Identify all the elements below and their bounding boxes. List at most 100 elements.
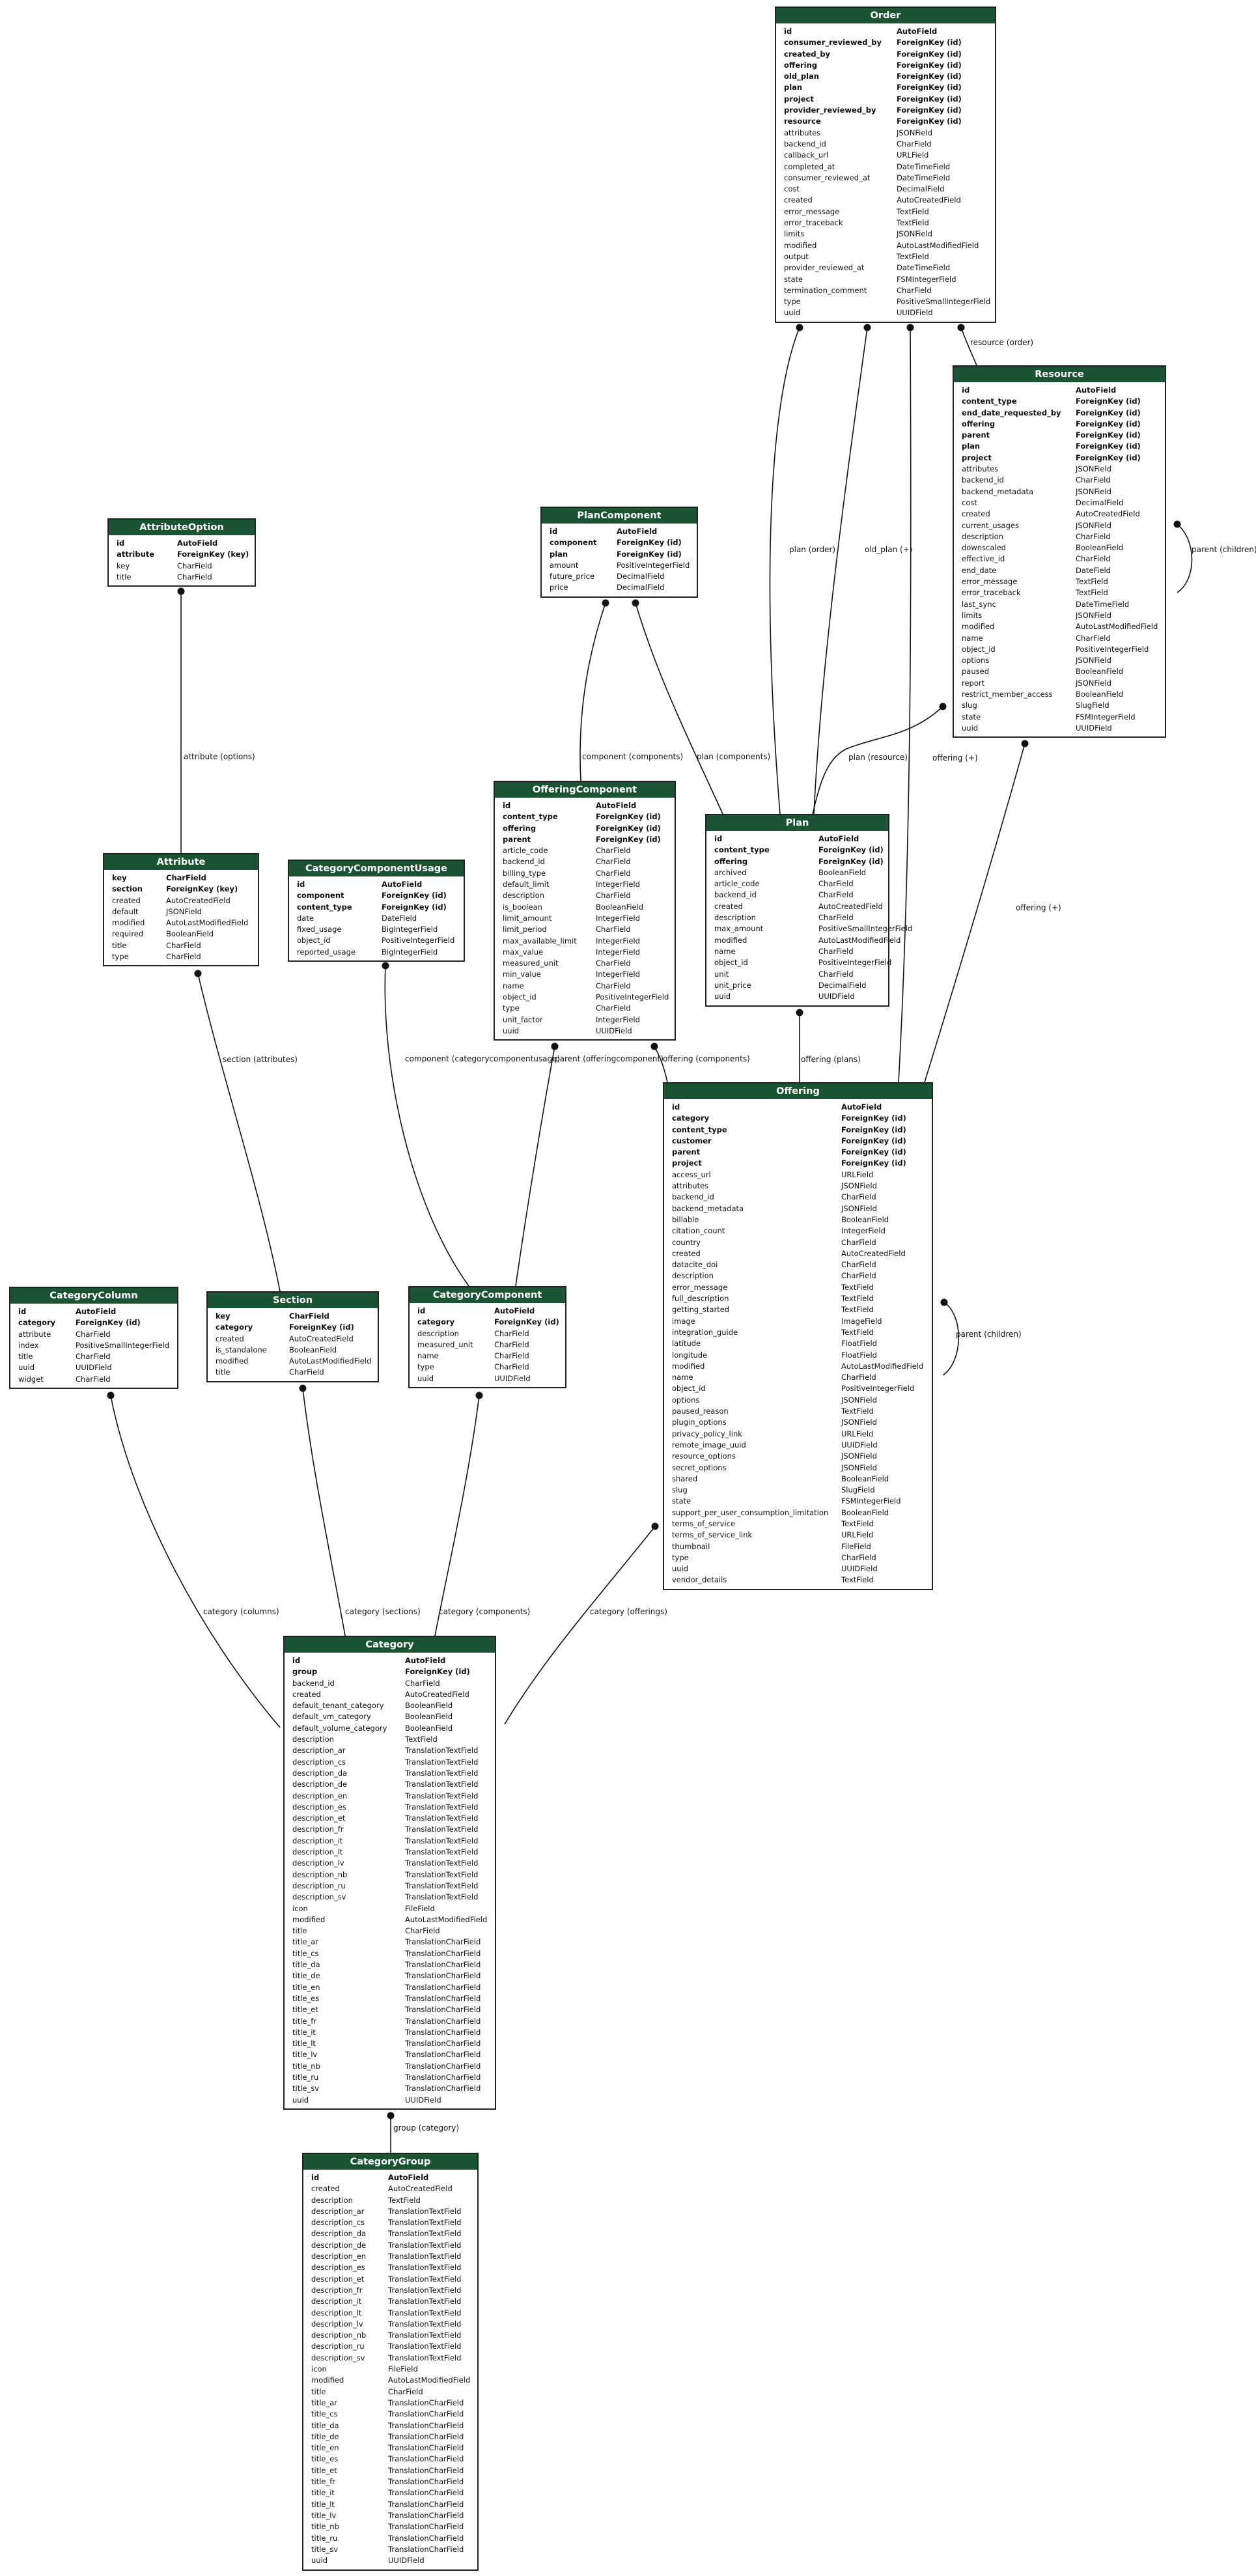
field-type: JSONField [841,1463,877,1472]
field-name: description_et [292,1813,346,1823]
field-name: cost [784,184,800,194]
field-type: UUIDField [841,1440,878,1449]
field-type: CharField [1076,633,1111,643]
relation-endpoint-dot [387,2112,395,2120]
field-name: error_traceback [784,218,843,228]
field-type: ForeignKey (id) [76,1318,141,1328]
field-type: ForeignKey (key) [166,884,238,894]
field-type: TranslationCharField [388,2431,464,2441]
field-name: description_et [311,2274,365,2284]
field-name: options [962,656,990,665]
field-name: integration_guide [672,1327,738,1337]
relation-line [384,965,469,1287]
field-type: CharField [596,891,631,901]
field-type: CharField [289,1367,324,1377]
field-name: title_nb [311,2522,339,2532]
field-name: name [672,1373,693,1382]
field-type: CharField [897,285,932,295]
field-type: AutoLastModifiedField [841,1361,924,1371]
field-name: title_fr [311,2477,336,2487]
field-name: country [672,1237,701,1247]
field-name: type [503,1003,520,1013]
field-name: type [417,1362,434,1372]
field-type: BooleanField [841,1214,889,1224]
field-name: description_fr [292,1825,344,1834]
field-type: TextField [841,1575,874,1585]
relation-label: resource (order) [970,338,1033,347]
field-type: ForeignKey (id) [841,1113,906,1123]
entity-title: Offering [664,1084,932,1099]
field-name: description_lv [292,1858,344,1868]
field-type: JSONField [166,906,202,916]
field-type: ForeignKey (id) [897,94,962,104]
field-name: category [672,1113,710,1123]
field-type: ForeignKey (id) [818,845,884,855]
field-type: TranslationCharField [388,2465,464,2475]
field-type: DateField [382,913,417,923]
field-type: ForeignKey (id) [1076,430,1141,440]
field-type: CharField [166,952,201,962]
relation-line [579,602,606,781]
field-type: TranslationTextField [405,1757,479,1767]
relation-line [1177,524,1193,593]
field-name: object_id [714,958,748,968]
field-name: id [503,801,511,810]
field-name: created [672,1248,701,1258]
field-name: output [784,251,809,261]
field-name: description_lt [311,2308,362,2317]
field-name: cost [962,497,977,507]
field-name: title_ar [292,1937,319,1947]
field-name: measured_unit [503,959,559,968]
field-name: project [962,453,992,462]
relation-endpoint-dot [650,1043,658,1050]
relation-endpoint-dot [863,324,871,331]
field-type: FSMIntegerField [897,274,956,284]
field-name: full_description [672,1294,729,1304]
entity-title: CategoryComponentUsage [289,861,464,876]
field-name: description_de [292,1780,348,1789]
field-name: title_ar [311,2398,338,2407]
field-name: attribute [18,1329,51,1339]
field-type: ForeignKey (id) [1076,453,1141,462]
field-name: created [311,2184,340,2194]
field-name: description_es [292,1802,346,1812]
field-name: title_da [292,1960,320,1970]
field-type: DecimalField [818,980,867,990]
relation-label: group (category) [393,2123,459,2133]
field-name: article_code [503,846,548,856]
field-type: CharField [76,1329,111,1339]
field-name: description_da [311,2229,367,2239]
field-name: attributes [784,128,821,137]
field-type: TranslationTextField [405,1791,479,1800]
relation-line [302,1388,346,1636]
field-name: description_sv [311,2353,365,2362]
field-type: FSMIntegerField [841,1496,901,1506]
relation-line [515,1046,555,1287]
relation-line [924,743,1026,1083]
field-type: BooleanField [405,1701,453,1711]
